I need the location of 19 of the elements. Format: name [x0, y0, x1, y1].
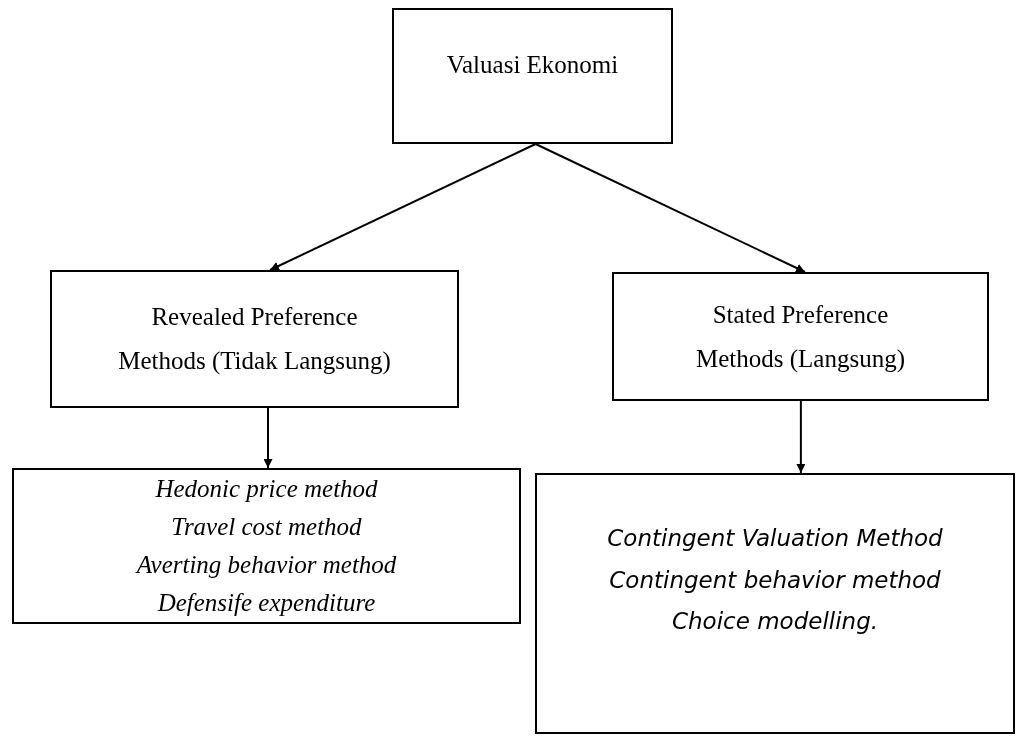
box-label: Revealed Preference Methods (Tidak Langsung) — [117, 302, 392, 377]
arrow — [534, 143, 806, 273]
method-text: Choice modelling. — [671, 608, 879, 636]
root-box — [392, 8, 673, 144]
method-list-box — [535, 473, 1015, 734]
method-text: Contingent behavior method — [609, 566, 941, 595]
category-box — [50, 270, 459, 408]
method-text: Contingent Valuation Method — [607, 525, 943, 553]
arrow — [269, 143, 537, 271]
box-label: Stated Preference Methods (Langsung) — [695, 299, 906, 374]
method-text: Travel cost method — [171, 512, 362, 542]
method-text: Averting behavior method — [136, 550, 397, 580]
method-text: Hedonic price method — [155, 474, 378, 504]
category-box — [612, 272, 989, 401]
arrow — [263, 407, 273, 469]
arrow — [796, 400, 806, 474]
box-label: Valuasi Ekonomi — [446, 50, 619, 80]
method-list-box — [12, 468, 521, 624]
method-text: Defensife expenditure — [157, 588, 376, 618]
